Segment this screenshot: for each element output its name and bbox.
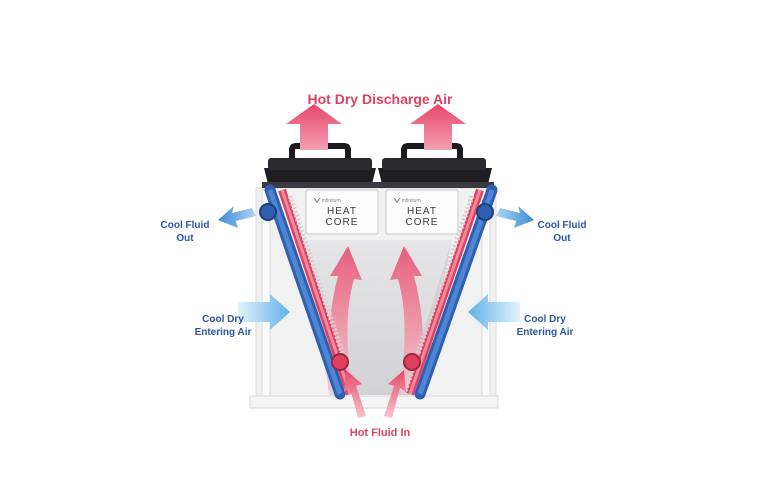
discharge-arrow-right <box>410 104 466 150</box>
outlet-connector-right <box>476 203 494 221</box>
hot-fluid-in-arrow-left <box>344 370 366 418</box>
fan-right <box>376 143 494 188</box>
entering-air-label-left: Cool Dry Entering Air <box>178 313 268 339</box>
discharge-arrow-left <box>286 104 342 150</box>
label-line: Out <box>553 233 571 244</box>
label-line: Cool Fluid <box>537 220 587 231</box>
panel-name-line2: CORE <box>326 217 359 228</box>
label-line: Out <box>176 233 194 244</box>
label-line: Cool Dry <box>524 314 566 325</box>
panel-name-line1: HEAT <box>327 206 357 217</box>
panel-name-line2: CORE <box>406 217 439 228</box>
fan-left <box>262 143 378 188</box>
heat-core-panel-left: infinitum HEAT CORE <box>305 189 379 235</box>
cool-fluid-out-label-right: Cool Fluid Out <box>527 219 597 245</box>
entering-air-arrow-right <box>468 294 520 330</box>
label-line: Entering Air <box>194 327 252 338</box>
panel-brand: infinitum <box>402 198 421 204</box>
outlet-connector-left <box>259 203 277 221</box>
inlet-connector-right <box>403 353 421 371</box>
panel-brand: infinitum <box>322 198 341 204</box>
cool-fluid-out-arrow-right <box>496 206 534 228</box>
cool-fluid-out-label-left: Cool Fluid Out <box>150 219 220 245</box>
inlet-connector-left <box>331 353 349 371</box>
entering-air-arrow-left <box>238 294 290 330</box>
panel-name-line1: HEAT <box>407 206 437 217</box>
heat-core-panel-right: infinitum HEAT CORE <box>385 189 459 235</box>
coil-right <box>401 184 498 400</box>
cool-fluid-out-arrow-left <box>218 206 256 228</box>
entering-air-label-right: Cool Dry Entering Air <box>500 313 590 339</box>
hot-fluid-in-label: Hot Fluid In <box>349 427 411 439</box>
discharge-air-label: Hot Dry Discharge Air <box>307 91 453 107</box>
label-line: Cool Dry <box>202 314 244 325</box>
label-line: Entering Air <box>516 327 574 338</box>
hot-fluid-in-arrow-right <box>384 370 406 418</box>
label-line: Cool Fluid <box>160 220 210 231</box>
